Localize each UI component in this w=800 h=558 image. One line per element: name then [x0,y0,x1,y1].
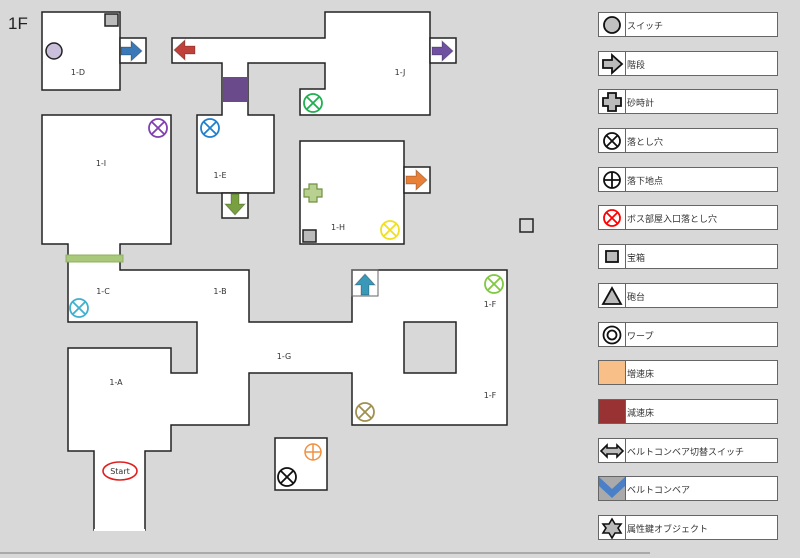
legend-item: 砲台 [598,282,778,308]
room-label-1-a: 1-A [109,378,123,387]
treasure-outline-icon [519,218,534,233]
legend-item: 階段 [598,50,778,76]
room-label-1-e: 1-E [213,171,226,180]
green-pit-icon [303,93,323,113]
legend-label: 砂時計 [627,99,655,110]
olive-pit-icon [355,402,375,422]
legend-label: 属性鍵オブジェクト [627,524,709,535]
slow-floor-icon [599,399,626,423]
room-label-1-h: 1-H [331,223,345,232]
warp-icon [602,322,626,346]
legend-label: スイッチ [627,22,664,32]
legend-item: スイッチ [598,12,778,37]
legend-item: 宝箱 [598,244,778,270]
legend-label: ワープ [627,331,654,342]
treasure-icon [104,13,119,27]
blue-pit-icon [200,118,220,138]
conveyor-switch-icon [599,438,626,462]
legend-item: ワープ [598,321,778,347]
room-label-1-f: 1-F [484,300,497,309]
legend-label: 落下地点 [627,176,664,187]
legend-item: 落下地点 [598,166,778,192]
yellow-pit-icon [380,220,400,240]
conveyor-icon [599,477,626,501]
blue-stair-arrow-icon [120,39,143,63]
boss-pit-icon [603,206,626,230]
room-label-1-g: 1-G [277,352,291,361]
rooms-1-i-c-b-a-g-f [41,114,508,531]
legend-item: 落とし穴 [598,128,778,154]
speed-floor-icon [599,361,626,385]
room-label-1-i: 1-I [96,159,106,168]
switch-icon [45,42,63,60]
black-pit-icon [277,467,297,487]
legend-label: 宝箱 [627,254,646,265]
room-label-1-c: 1-C [96,287,110,296]
purple-pit-icon [148,118,168,138]
legend-item: ベルトコンベア切替スイッチ [598,437,778,463]
purple-block [223,77,248,102]
hourglass-icon [602,90,626,114]
treasure-icon [605,245,626,269]
red-stair-arrow-icon [173,38,196,62]
legend-item: 減速床 [598,398,778,424]
room-label-1-d: 1-D [71,68,85,77]
lime-pit-icon [484,274,504,294]
legend-item: 属性鍵オブジェクト [598,514,778,540]
legend-label: 増速床 [627,370,655,381]
legend: スイッチ階段砂時計落とし穴落下地点ボス部屋入口落とし穴宝箱砲台ワープ増速床減速床… [598,12,778,554]
floor-label: 1F [8,14,28,33]
treasure-icon [302,229,317,243]
pit-icon [603,129,626,153]
switch-icon [603,13,626,36]
teal-stair-box [351,269,379,297]
cyan-pit-icon [69,298,89,318]
hourglass-icon [303,183,323,203]
stairs-arrow-icon [602,51,626,75]
purple-stair-arrow-icon [431,39,454,63]
orange-stair-arrow-icon [405,168,428,192]
room-1-f-pillar [403,321,457,374]
cannon-icon [601,283,626,307]
landing-point-icon [304,443,322,461]
legend-item: ボス部屋入口落とし穴 [598,205,778,231]
legend-item: 増速床 [598,360,778,386]
legend-label: 減速床 [627,408,655,419]
legend-label: 階段 [627,60,646,71]
legend-label: ベルトコンベア切替スイッチ [627,447,745,458]
teal-stair-arrow-icon [353,273,377,296]
legend-label: 落とし穴 [627,138,664,149]
green-stair-arrow-icon [223,193,247,216]
room-label-1-b: 1-B [213,287,226,296]
landing-point-icon [603,167,626,191]
room-label-1-f: 1-F [484,391,497,400]
element-key-icon [601,515,626,539]
room-1-j-e-corridor [171,11,431,194]
legend-label: ボス部屋入口落とし穴 [627,215,718,226]
legend-label: ベルトコンベア [627,486,691,497]
green-bar [65,254,124,263]
legend-item: ベルトコンベア [598,476,778,502]
room-label-1-j: 1-J [395,68,406,77]
legend-label: 砲台 [627,292,646,303]
start-label: Start [110,467,130,476]
start-marker [102,461,138,481]
legend-item: 砂時計 [598,89,778,115]
